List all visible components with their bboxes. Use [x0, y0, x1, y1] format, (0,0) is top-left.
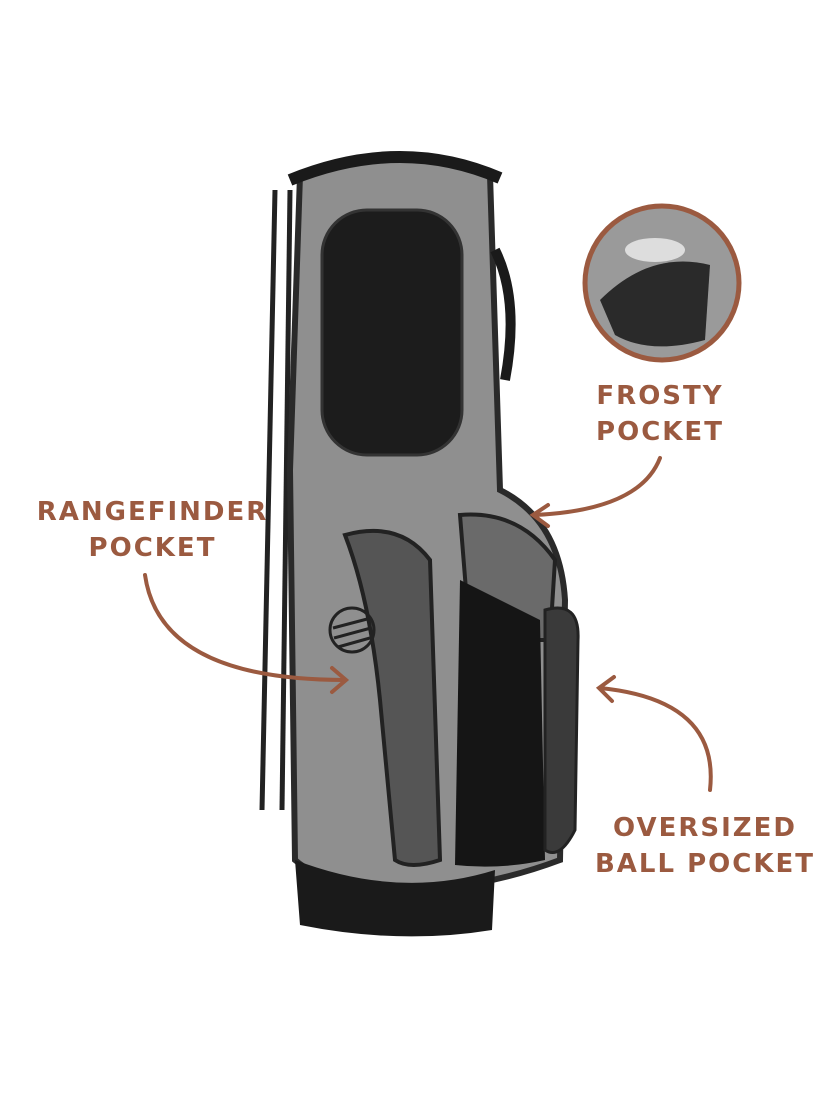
rangefinder-pocket-label: RANGEFINDER POCKET — [30, 494, 275, 566]
ball-pocket-label: OVERSIZED BALL POCKET — [590, 810, 820, 882]
inset-pocket-detail — [600, 261, 710, 347]
inset-can — [625, 238, 685, 262]
frosty-arrow — [533, 456, 662, 517]
stand-legs — [259, 189, 293, 811]
rangefinder-arrow — [143, 573, 347, 682]
carry-handle — [490, 247, 516, 381]
hip-pad — [320, 208, 464, 457]
rangefinder-label-line2: POCKET — [88, 533, 217, 563]
ball-pocket — [543, 606, 580, 854]
arrows — [143, 456, 713, 792]
brand-logo-icon — [328, 606, 376, 654]
frosty-label-line1: FROSTY — [596, 381, 724, 411]
frosty-pocket-label: FROSTY POCKET — [570, 378, 750, 450]
ball-label-line1: OVERSIZED — [613, 813, 797, 843]
frosty-label-line2: POCKET — [596, 417, 724, 447]
ball-label-line2: BALL POCKET — [594, 849, 815, 879]
mesh-pocket — [455, 580, 545, 867]
top-rim — [287, 151, 503, 186]
bag-base — [295, 860, 495, 937]
rangefinder-label-line1: RANGEFINDER — [36, 497, 269, 527]
ball-arrow — [598, 686, 713, 792]
